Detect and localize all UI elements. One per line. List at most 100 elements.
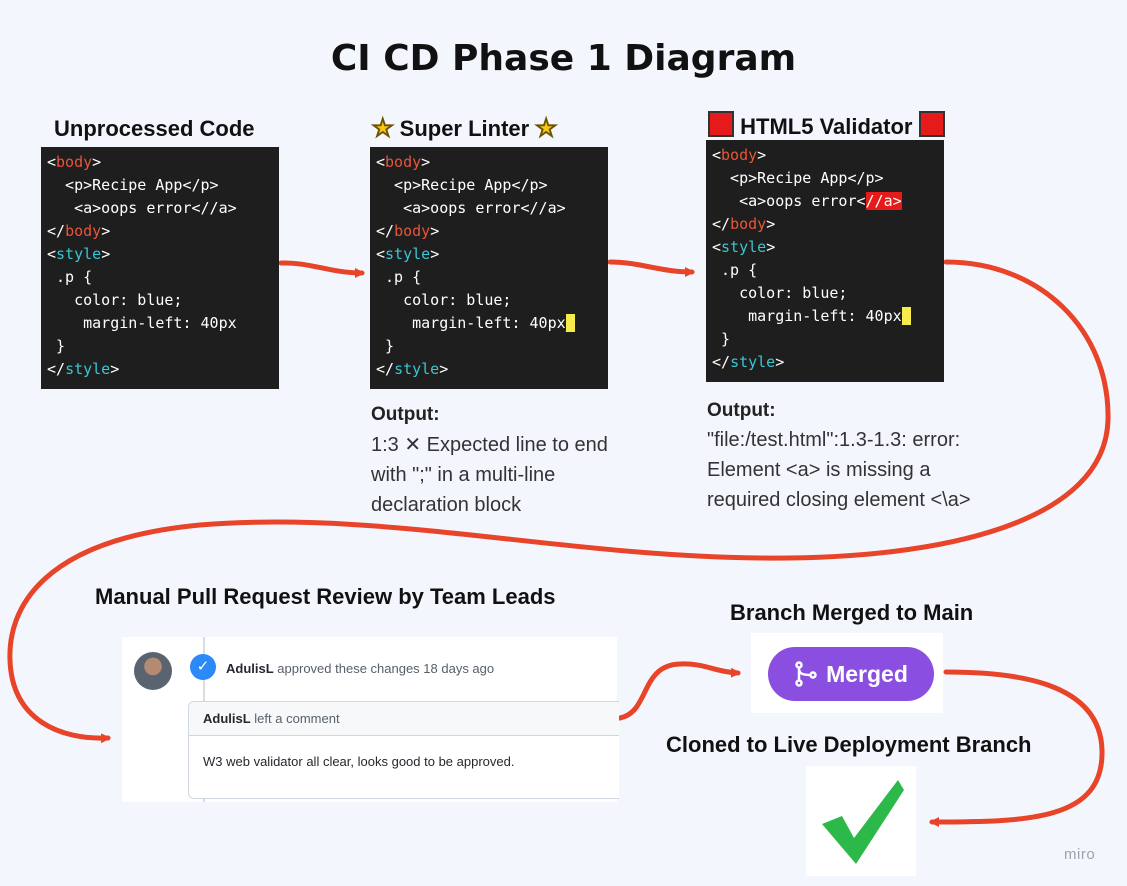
approval-user[interactable]: AdulisL [226,661,274,676]
merged-label: Merged [826,660,908,687]
stage-title-linter-label: Super Linter [399,116,530,141]
code-line: <p>Recipe App</p> [712,169,884,187]
code-token: > [775,353,785,371]
code-token: style [385,245,431,263]
code-token: > [430,245,440,263]
code-token: > [766,215,776,233]
arrow-linter-to-validator [607,259,695,277]
code-token: < [712,146,722,164]
validator-error-highlight: //a> [865,192,902,210]
code-line: </style> [376,358,602,381]
arrow-code-to-linter [278,260,365,278]
code-line: } [47,337,66,355]
stage-title-unprocessed: Unprocessed Code [54,116,255,141]
stage-title-review: Manual Pull Request Review by Team Leads [95,584,556,609]
code-token: < [47,153,57,171]
star-icon: ★ [372,115,394,143]
output-line: Element <a> is missing a [707,459,931,481]
code-line: <style> [47,243,273,266]
output-line: with ";" in a multi-line [371,464,556,486]
approval-text: AdulisL approved these changes 18 days a… [226,661,494,676]
code-token: > [421,153,431,171]
code-token: body [385,153,422,171]
diagram-title: CI CD Phase 1 Diagram [330,38,797,79]
code-token: < [376,153,386,171]
code-token: > [101,222,111,240]
code-line: <a>oops error<//a> [376,199,566,217]
code-token: < [712,238,722,256]
code-token: body [56,153,93,171]
deploy-check-card [806,766,916,876]
output-line: "file:/test.html":1.3-1.3: error: [707,429,961,451]
arrow-validator-to-review [7,259,1111,744]
code-token: > [101,245,111,263]
code-token: </ [712,215,731,233]
merged-badge: Merged [768,647,934,701]
pull-request-review-card: ✓ AdulisL approved these changes 18 days… [122,637,619,802]
output-line: required closing element <\a> [707,489,971,511]
code-line: <body> [712,144,938,167]
code-token: </ [47,222,66,240]
code-token: margin-left: 40px [712,307,902,325]
code-token: < [376,245,386,263]
code-token: margin-left: 40px [376,314,566,332]
miro-watermark: miro [1064,846,1096,863]
code-line: </body> [47,220,273,243]
code-token: </ [376,360,395,378]
git-merge-icon [795,661,817,687]
comment-header-text: AdulisL left a comment [189,702,619,735]
code-line: </style> [47,358,273,381]
comment-body: W3 web validator all clear, looks good t… [203,754,515,769]
code-token: > [92,153,102,171]
code-line: color: blue; [712,284,848,302]
code-line: .p { [47,268,93,286]
red-square-icon [708,111,734,137]
code-line: <body> [47,151,273,174]
code-line: <body> [376,151,602,174]
stage-title-validator-label: HTML5 Validator [740,114,913,139]
code-token: style [721,238,767,256]
code-line: color: blue; [47,291,183,309]
code-token: style [394,360,440,378]
code-token: > [439,360,449,378]
code-line: </body> [712,213,938,236]
code-line: <a>oops error<//a> [47,199,237,217]
checkmark-icon [822,780,904,864]
code-line: <style> [712,236,938,259]
comment-action: left a comment [254,711,340,726]
code-token: body [394,222,431,240]
code-token: style [56,245,102,263]
code-token: > [110,360,120,378]
comment-user[interactable]: AdulisL [203,711,251,726]
red-square-icon [918,111,945,137]
avatar[interactable] [134,652,172,690]
code-block-linter: <body> <p>Recipe App</p> <a>oops error</… [370,147,608,389]
code-line: </style> [712,351,938,374]
code-token: body [65,222,102,240]
code-line: <p>Recipe App</p> [376,176,548,194]
output-line: declaration block [371,494,522,516]
code-line: </body> [376,220,602,243]
arrow-merge-to-deploy [929,669,1105,827]
check-icon: ✓ [190,654,216,680]
code-line: } [712,330,731,348]
output-line: 1:3 ✕ Expected line to end [371,434,608,456]
comment-box: AdulisL left a comment W3 web validator … [188,701,619,799]
approval-message: approved these changes 18 days ago [277,661,495,676]
validator-output-label: Output: [707,400,776,421]
code-block-validator: <body> <p>Recipe App</p> <a>oops error</… [706,140,944,382]
validator-output-text: "file:/test.html":1.3-1.3: error: Elemen… [707,425,1037,515]
code-token: < [47,245,57,263]
lint-highlight: _ [565,314,575,332]
code-token: style [730,353,776,371]
code-token: </ [712,353,731,371]
code-line: margin-left: 40px_ [712,305,938,328]
arrow-review-to-merge [617,661,741,721]
merged-badge-card: Merged [751,633,943,713]
code-line: margin-left: 40px [47,314,237,332]
comment-header: AdulisL left a comment [189,702,619,736]
code-line: <a>oops error<//a> [712,190,938,213]
stage-title-deploy: Cloned to Live Deployment Branch [666,732,1032,757]
code-token: > [757,146,767,164]
code-line: <style> [376,243,602,266]
